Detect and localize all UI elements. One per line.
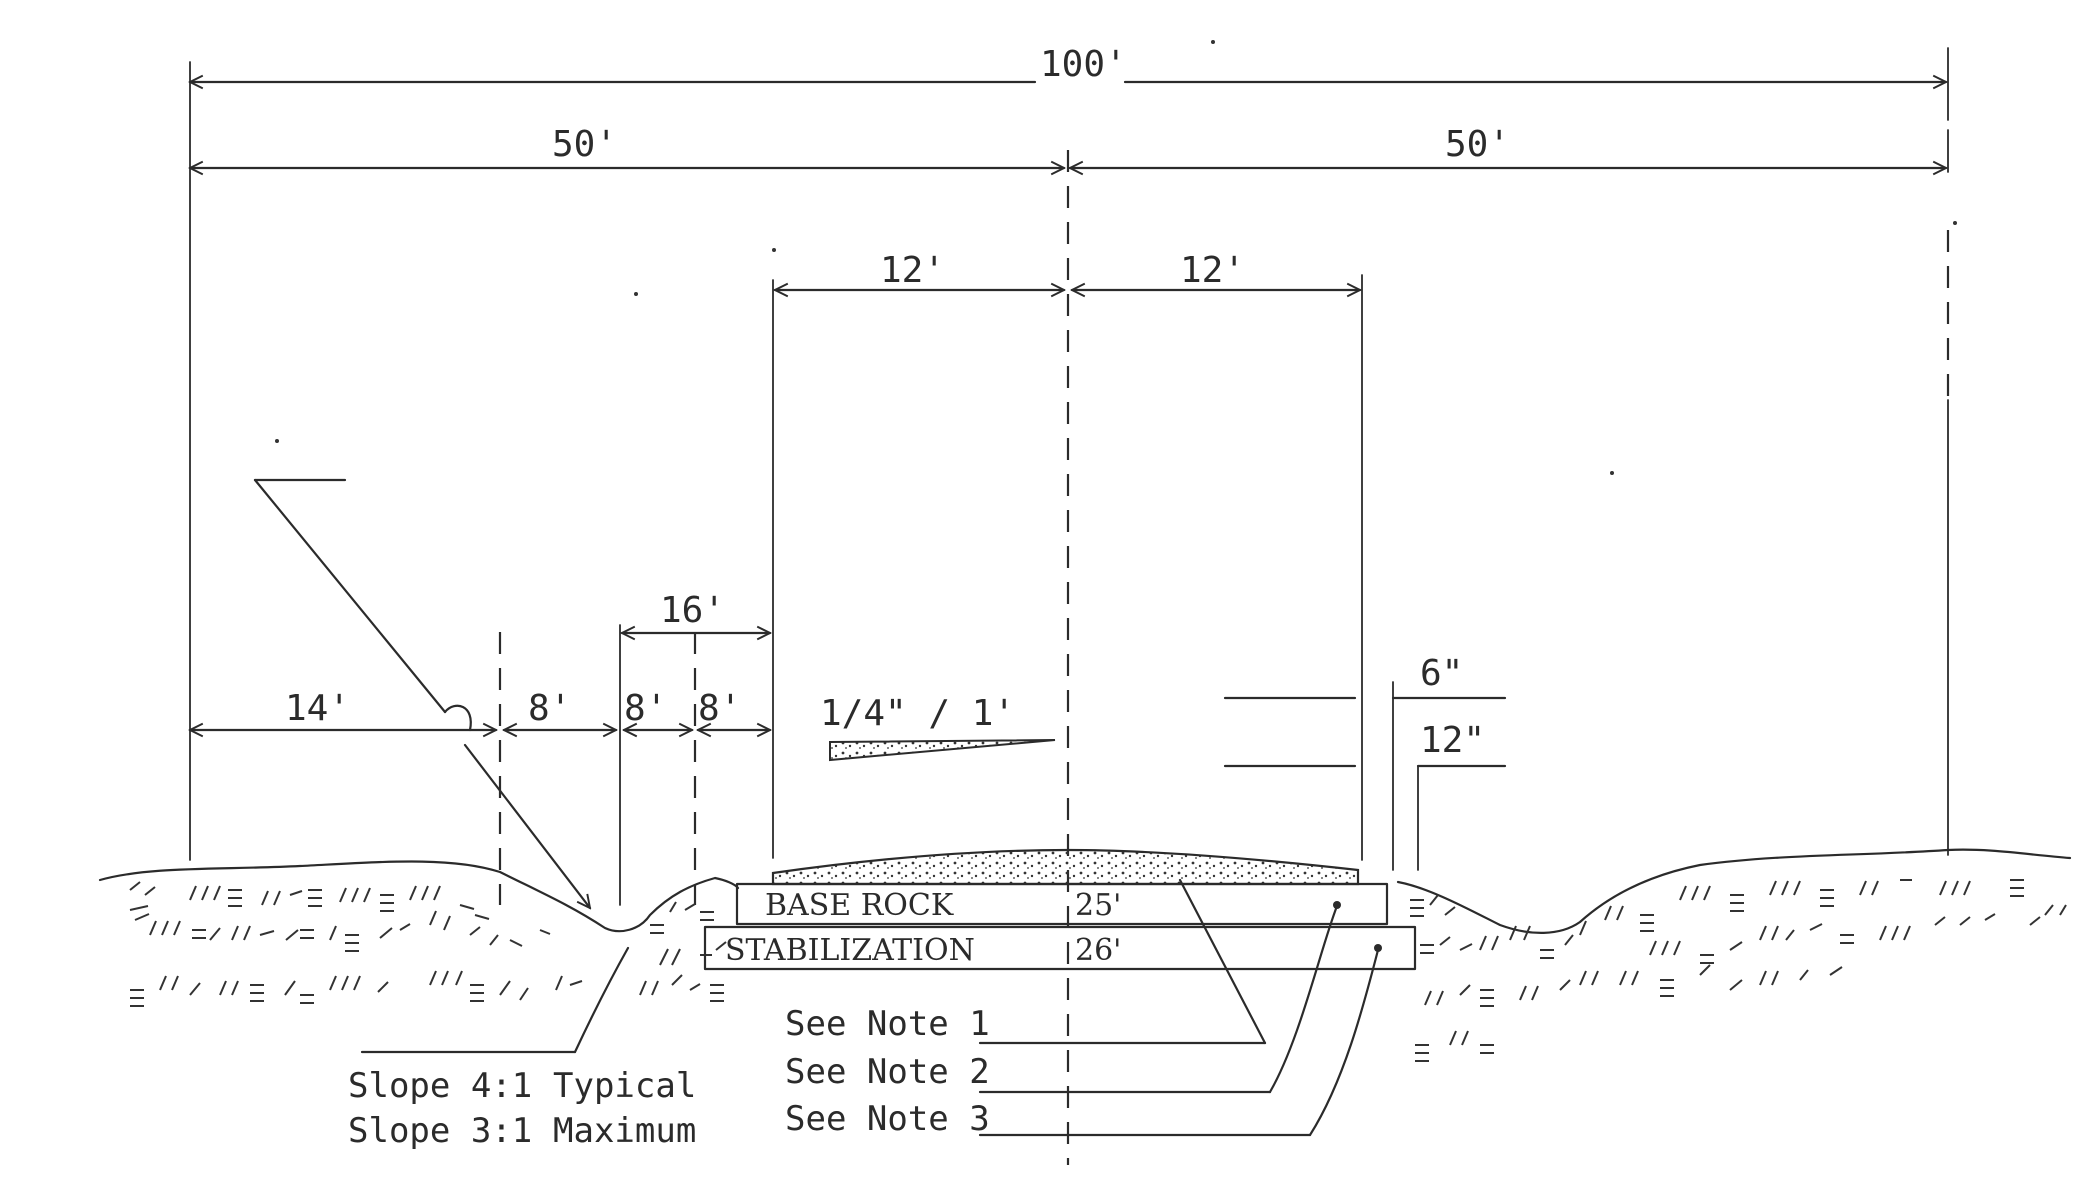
dimension-segment-a-label: 8' bbox=[528, 688, 571, 729]
base-rock-label: BASE ROCK bbox=[765, 888, 954, 923]
base-rock-width-label: 25' bbox=[1075, 888, 1121, 923]
slope-typical-label: Slope 4:1 bbox=[348, 1066, 532, 1106]
dimension-lower: 14' 8' 8' 8' bbox=[190, 632, 770, 905]
crown-slope-indicator: 1/4" / 1' bbox=[820, 693, 1056, 762]
stabilization-layer: STABILIZATION 26' bbox=[703, 925, 1417, 971]
dimension-halves: 50' 50' bbox=[190, 124, 1946, 168]
slope-callout: Slope 4:1 Typical Slope 3:1 Maximum bbox=[348, 946, 696, 1151]
stabilization-label: STABILIZATION bbox=[725, 933, 975, 968]
soil-hatching bbox=[129, 879, 2067, 1062]
note-2-label: See Note 2 bbox=[785, 1052, 990, 1092]
slope-maximum-value: Maximum bbox=[553, 1111, 696, 1151]
dimension-overall-label: 100' bbox=[1040, 44, 1127, 85]
dimension-ditch-label: 16' bbox=[660, 590, 725, 631]
slope-maximum-label: Slope 3:1 bbox=[348, 1111, 532, 1151]
slope-leader bbox=[253, 478, 590, 908]
extension-lines bbox=[189, 47, 1950, 861]
surface-depth-label: 6" bbox=[1420, 653, 1463, 694]
dimension-right-lane-label: 12' bbox=[1180, 250, 1245, 291]
dimension-right-half-label: 50' bbox=[1445, 124, 1510, 165]
base-depth-label: 12" bbox=[1420, 720, 1485, 761]
slope-typical-value: Typical bbox=[553, 1066, 696, 1106]
dimension-setback-label: 14' bbox=[285, 688, 350, 729]
base-rock-layer: BASE ROCK 25' bbox=[735, 882, 1389, 926]
dimension-overall: 100' bbox=[190, 44, 1946, 85]
note-leaders bbox=[978, 878, 1382, 1137]
crown-slope-label: 1/4" / 1' bbox=[820, 693, 1015, 734]
dimension-left-half-label: 50' bbox=[552, 124, 617, 165]
dimension-segment-c-label: 8' bbox=[698, 688, 741, 729]
dimension-segment-b-label: 8' bbox=[624, 688, 667, 729]
stabilization-width-label: 26' bbox=[1075, 933, 1121, 968]
ground-profile bbox=[98, 848, 2072, 934]
notes: See Note 1 See Note 2 See Note 3 bbox=[785, 1004, 990, 1139]
dimension-lanes: 12' 12' bbox=[775, 250, 1360, 291]
dimension-left-lane-label: 12' bbox=[880, 250, 945, 291]
note-3-label: See Note 3 bbox=[785, 1099, 990, 1139]
road-surface bbox=[771, 848, 1360, 886]
depth-indicators: 6" 12" bbox=[1223, 653, 1507, 871]
scan-specks bbox=[275, 40, 1957, 475]
note-1-label: See Note 1 bbox=[785, 1004, 990, 1044]
